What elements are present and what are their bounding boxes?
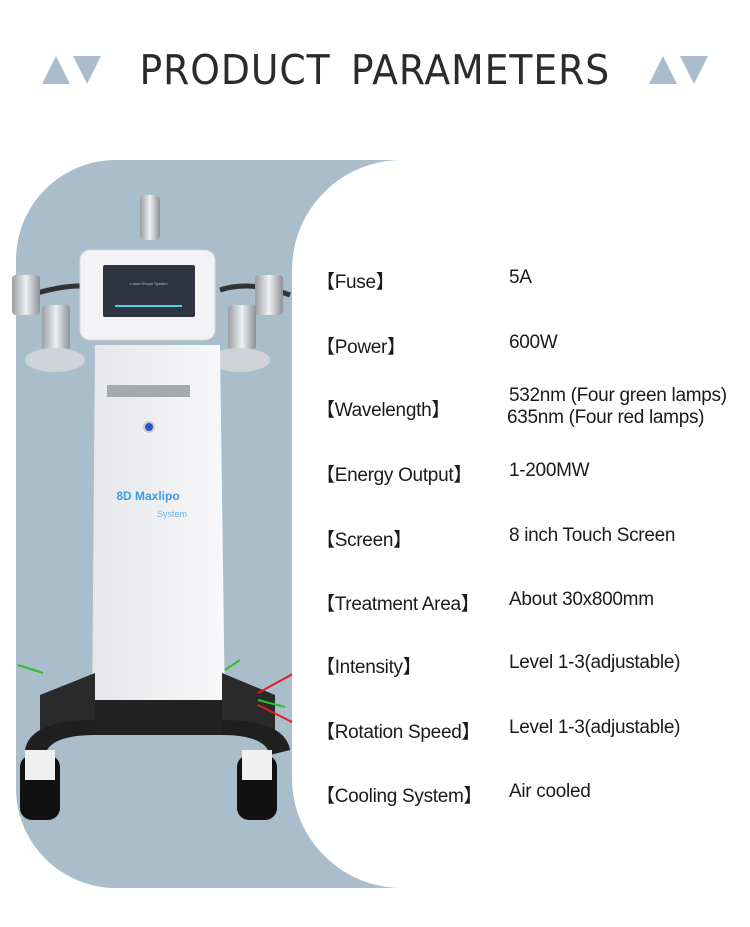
- param-value: 532nm (Four green lamps): [509, 385, 727, 406]
- param-value: 5A: [509, 267, 532, 288]
- header: PRODUCT PARAMETERS: [0, 42, 750, 98]
- triangle-decoration-icon: [42, 56, 102, 84]
- triangle-decoration-icon: [648, 56, 708, 84]
- param-value: Level 1-3(adjustable): [509, 717, 681, 738]
- param-label: 【Wavelength】: [316, 400, 451, 421]
- page-title: PRODUCT PARAMETERS: [139, 46, 611, 94]
- param-value: Air cooled: [509, 781, 591, 802]
- parameters-panel: [292, 160, 750, 888]
- param-value: About 30x800mm: [509, 589, 654, 610]
- screen-text: Laser Shape System: [130, 281, 168, 286]
- param-label: 【Energy Output】: [316, 465, 473, 486]
- product-image: Laser Shape System 8D Maxlipo System: [12, 195, 301, 820]
- brand-sublabel: System: [157, 509, 187, 519]
- param-label: 【Cooling System】: [316, 786, 483, 807]
- param-label: 【Intensity】: [316, 657, 422, 678]
- param-label: 【Power】: [316, 337, 406, 358]
- param-value: 635nm (Four red lamps): [507, 407, 705, 428]
- param-value: 8 inch Touch Screen: [509, 525, 676, 546]
- param-label: 【Fuse】: [316, 272, 395, 293]
- param-value: 1-200MW: [509, 460, 590, 481]
- param-value: Level 1-3(adjustable): [509, 652, 681, 673]
- param-label: 【Treatment Area】: [316, 594, 480, 615]
- param-value: 600W: [509, 332, 558, 353]
- param-label: 【Screen】: [316, 530, 412, 551]
- brand-label: 8D Maxlipo: [116, 489, 179, 503]
- param-label: 【Rotation Speed】: [316, 722, 481, 743]
